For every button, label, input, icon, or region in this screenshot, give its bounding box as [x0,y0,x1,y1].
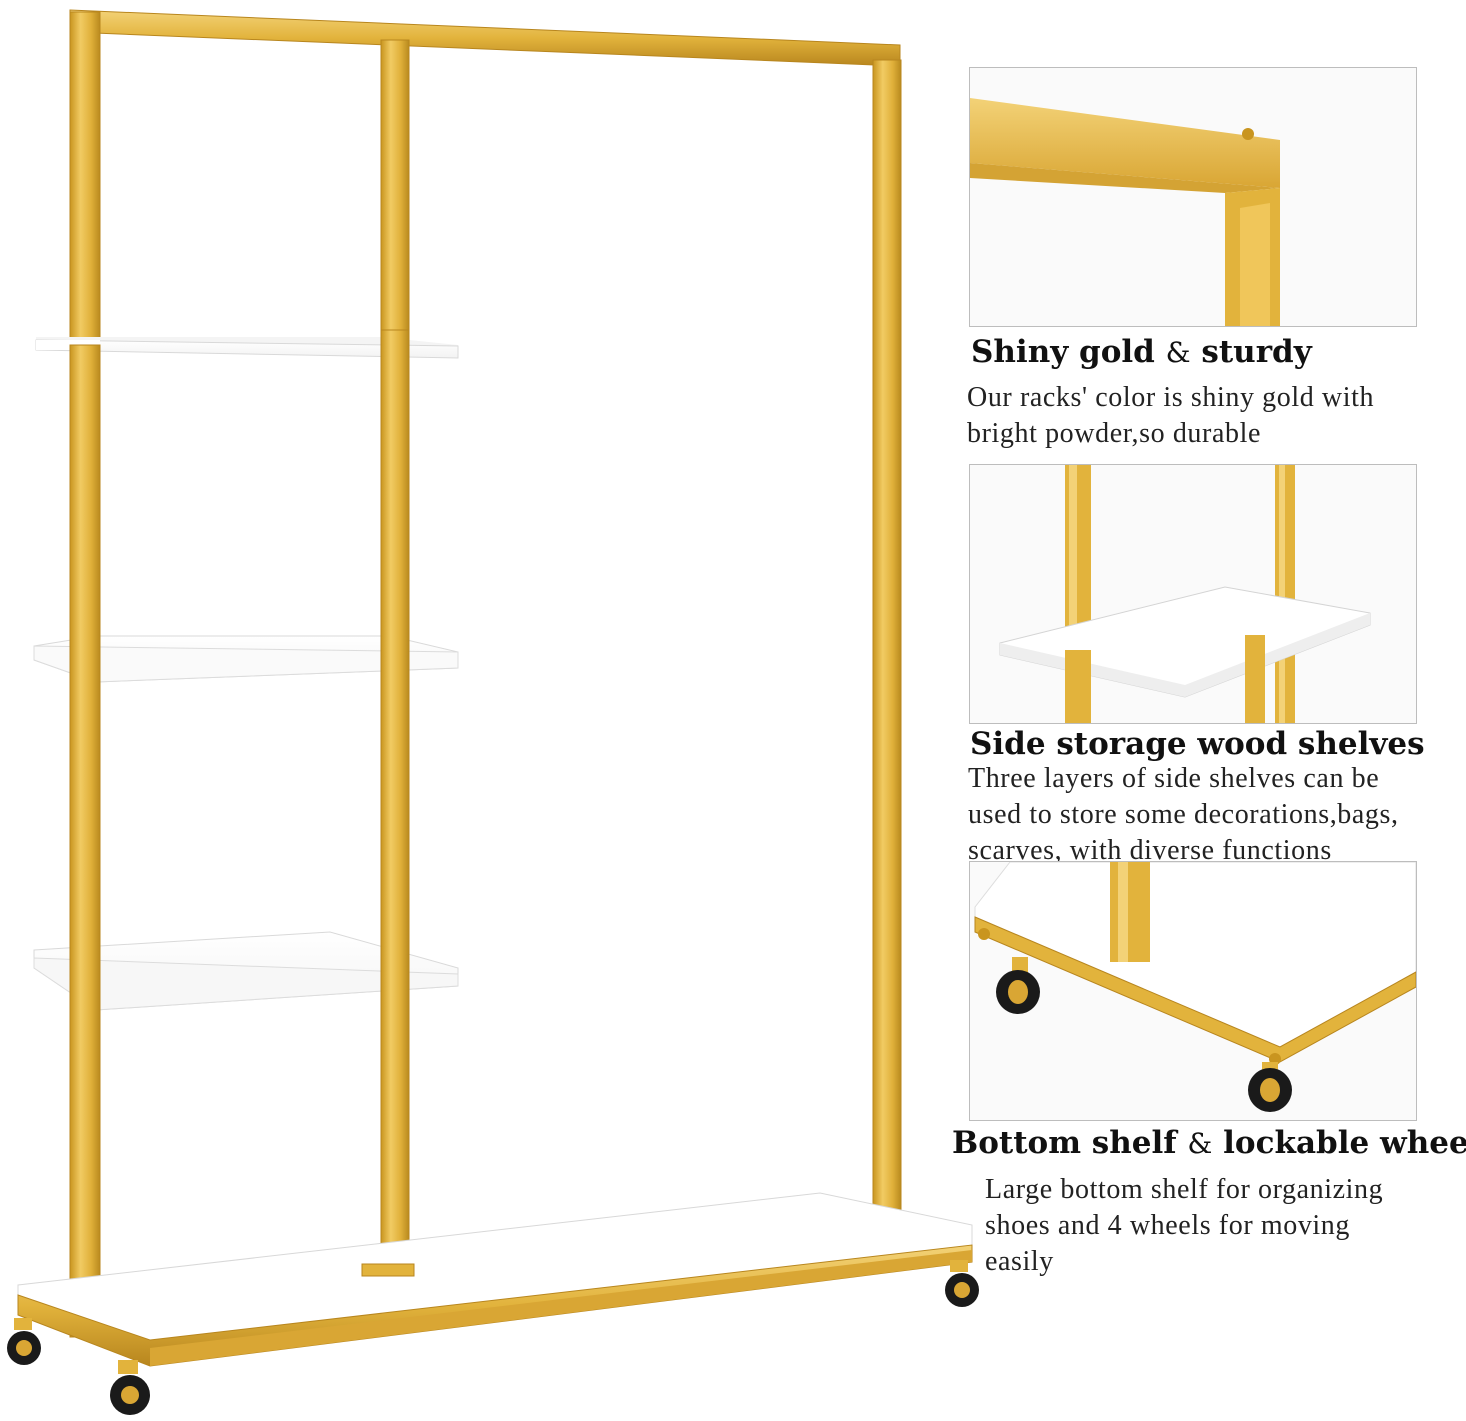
wheels-icon [970,862,1416,1120]
right-post [872,59,902,1216]
shelf-middle [33,635,459,683]
feature-desc-shelves: Three layers of side shelves can be used… [968,761,1399,869]
bottom-shelf [17,1192,973,1367]
wheel-front-right [110,1360,150,1415]
desc-line: bright powder,so durable [967,418,1261,449]
side-shelf-icon [970,465,1416,723]
feature-title-gold-amp: & [1165,336,1191,369]
shelf-top [35,337,459,359]
desc-line: easily [985,1246,1054,1277]
desc-line: scarves, with diverse functions [968,835,1332,866]
feature-title-wheels-part2: lockable wheels [1223,1125,1466,1161]
wheel-front-left [7,1318,41,1365]
wheel-icon [1248,1062,1292,1112]
desc-line: Our racks' color is shiny gold with [967,382,1375,413]
clothing-rack-illustration [7,9,979,1415]
wheel-icon [996,957,1040,1014]
desc-line: used to store some decorations,bags, [968,799,1399,830]
detail-image-top-frame [969,67,1417,327]
top-rail [69,9,901,67]
feature-title-gold: Shiny gold & sturdy [971,334,1312,370]
shelf-bottom [33,931,459,1011]
feature-title-shelves: Side storage wood shelves [970,726,1425,762]
feature-title-gold-part2: sturdy [1201,334,1312,370]
middle-post-foot [361,1263,415,1277]
feature-desc-gold: Our racks' color is shiny gold with brig… [967,380,1374,452]
feature-title-wheels-amp: & [1187,1127,1213,1160]
desc-line: shoes and 4 wheels for moving [985,1210,1351,1241]
detail-image-side-shelf [969,464,1417,724]
detail-image-bottom-wheels [969,861,1417,1121]
frame-corner-icon [970,68,1416,326]
wheel-back-right [945,1260,979,1307]
desc-line: Large bottom shelf for organizing [985,1174,1384,1205]
desc-line: Three layers of side shelves can be [968,763,1380,794]
feature-title-gold-part1: Shiny gold [971,334,1155,370]
feature-desc-wheels: Large bottom shelf for organizing shoes … [985,1172,1383,1280]
feature-title-wheels: Bottom shelf & lockable wheels [952,1125,1466,1161]
feature-title-wheels-part1: Bottom shelf [952,1125,1177,1161]
